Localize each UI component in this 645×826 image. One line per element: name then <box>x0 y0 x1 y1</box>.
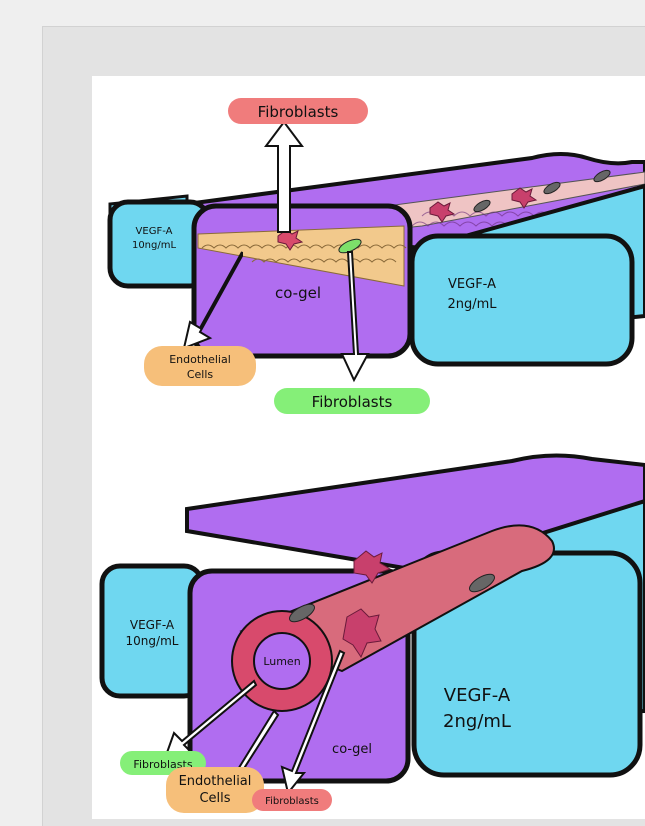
right-chamber-label-line2: 2ng/mL <box>443 711 511 732</box>
right-media-chamber <box>412 236 632 364</box>
label-endothelial-line1: Endothelial <box>169 353 231 366</box>
diagram-canvas: Fibroblasts Endothelial Cells Fibroblast… <box>92 76 645 819</box>
left-chamber-label-line2: 10ng/mL <box>132 240 177 251</box>
label-endothelial-line2: Cells <box>187 368 214 381</box>
gel-label: co-gel <box>275 284 321 302</box>
right-chamber-label-line2: 2ng/mL <box>447 297 497 312</box>
label-fibroblasts-top: Fibroblasts <box>258 103 339 121</box>
top-diagram-svg: Fibroblasts Endothelial Cells Fibroblast… <box>92 76 645 421</box>
left-chamber-label-line2: 10ng/mL <box>126 634 179 648</box>
label-fibroblasts-red: Fibroblasts <box>265 796 319 807</box>
label-endothelial-line2: Cells <box>199 791 230 806</box>
right-chamber-label-line1: VEGF-A <box>444 685 511 706</box>
top-panel-diagram: Fibroblasts Endothelial Cells Fibroblast… <box>92 76 645 421</box>
left-chamber-label-line1: VEGF-A <box>136 226 173 237</box>
label-fibroblasts-bottom: Fibroblasts <box>312 393 393 411</box>
bottom-panel-diagram: Fibroblasts Endothelial Cells Fibroblast… <box>92 421 645 819</box>
label-endothelial-line1: Endothelial <box>179 774 252 789</box>
gel-label: co-gel <box>332 742 372 757</box>
lumen-label: Lumen <box>263 655 300 668</box>
right-chamber-label-line1: VEGF-A <box>448 277 496 292</box>
bottom-diagram-svg: Fibroblasts Endothelial Cells Fibroblast… <box>92 421 645 819</box>
left-chamber-label-line1: VEGF-A <box>130 618 175 632</box>
